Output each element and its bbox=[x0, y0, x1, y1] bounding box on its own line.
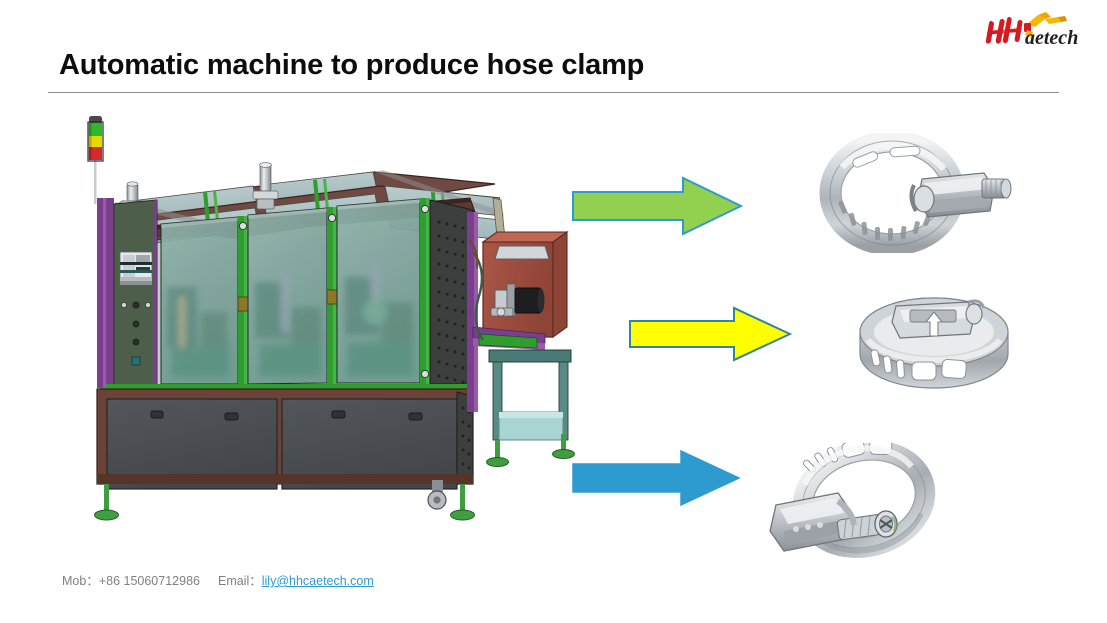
arrow-green bbox=[571, 175, 743, 237]
band-slots bbox=[870, 349, 967, 381]
caster-wheel bbox=[427, 480, 447, 510]
clamp-housing bbox=[909, 172, 1012, 218]
page-title: Automatic machine to produce hose clamp bbox=[59, 49, 645, 81]
robot-arm-icon bbox=[1024, 12, 1067, 37]
feeder-motor bbox=[490, 283, 545, 317]
arrow-yellow bbox=[628, 305, 792, 363]
hose-clamp-worm-drive-front bbox=[818, 133, 1014, 253]
machine-illustration bbox=[75, 112, 595, 537]
roof-actuator-center bbox=[252, 162, 279, 210]
glass-door-1 bbox=[160, 216, 239, 385]
signal-tower-light bbox=[87, 116, 104, 204]
logo-monogram bbox=[985, 17, 1023, 44]
hose-clamp-slotted-band bbox=[848, 288, 1018, 400]
machine-base-cabinet bbox=[96, 384, 474, 490]
contact-footer: Mob：+86 15060712986 Email：lily@hhcaetech.… bbox=[62, 570, 374, 589]
arrow-blue bbox=[571, 448, 741, 508]
clamp-housing bbox=[769, 492, 853, 552]
glass-door-3 bbox=[336, 198, 421, 384]
mobile-label: Mob： bbox=[62, 574, 99, 588]
email-link[interactable]: lily@hhcaetech.com bbox=[261, 574, 374, 588]
logo-wordmark: aetech bbox=[1025, 27, 1078, 49]
ventilation-perforation bbox=[437, 220, 465, 384]
clamp-screw bbox=[836, 510, 898, 541]
clamp-housing bbox=[891, 299, 986, 339]
title-divider bbox=[48, 92, 1059, 93]
leveling-feet bbox=[94, 480, 475, 521]
email-label: Email： bbox=[217, 574, 262, 588]
band-cutouts bbox=[852, 145, 921, 168]
glass-door-2 bbox=[247, 207, 328, 385]
machine-enclosure bbox=[102, 197, 476, 389]
feeder-assembly bbox=[467, 212, 575, 467]
haetech-logo: aetech bbox=[983, 8, 1095, 50]
control-buttons bbox=[121, 301, 151, 366]
mobile-value: +86 15060712986 bbox=[98, 574, 200, 588]
hose-clamp-screw-angle bbox=[768, 443, 952, 567]
hmi-display bbox=[119, 251, 153, 286]
